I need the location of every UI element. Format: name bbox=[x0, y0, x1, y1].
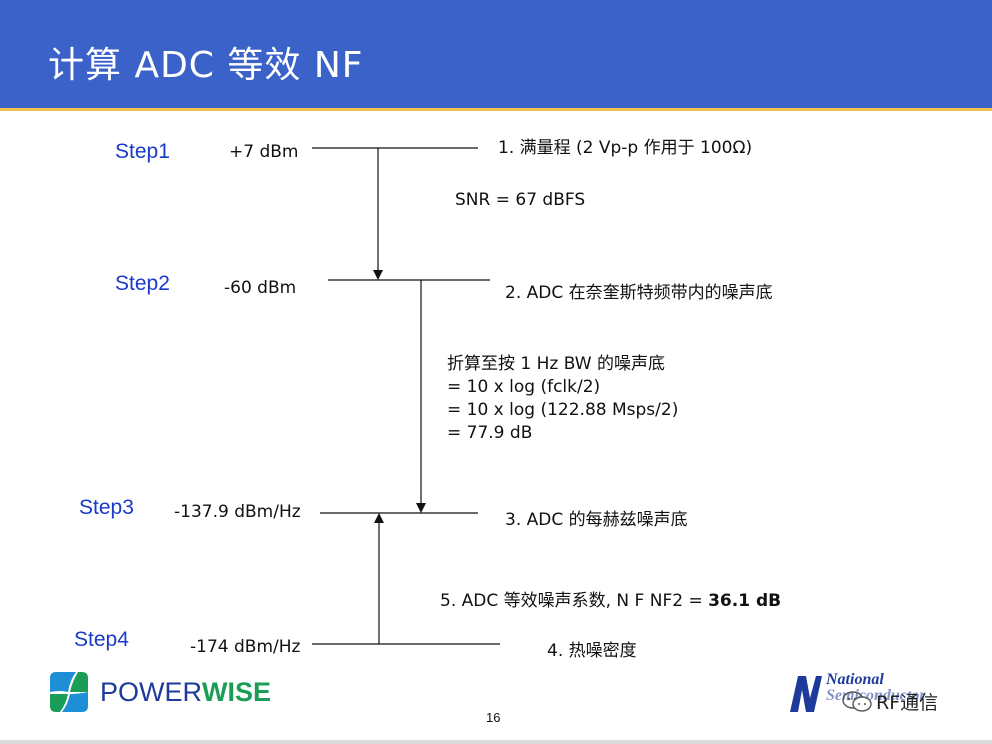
step3-description: 3. ADC 的每赫兹噪声底 bbox=[505, 510, 688, 530]
step1-level: +7 dBm bbox=[229, 142, 299, 162]
arrowhead-nf bbox=[374, 513, 384, 523]
arrowhead-snr bbox=[373, 270, 383, 280]
bottom-border bbox=[0, 740, 992, 744]
step1-description: 1. 满量程 (2 Vp-p 作用于 100Ω) bbox=[498, 138, 753, 158]
watermark: RF通信 bbox=[842, 688, 938, 715]
fold-line-3: = 10 x log (122.88 Msps/2) bbox=[447, 400, 679, 420]
powerwise-word-b: WISE bbox=[202, 676, 272, 707]
fold-line-2: = 10 x log (fclk/2) bbox=[447, 377, 601, 397]
slide-title: 计算 ADC 等效 NF bbox=[48, 45, 364, 86]
powerwise-word-a: POWER bbox=[100, 676, 203, 707]
step3-level: -137.9 dBm/Hz bbox=[174, 502, 301, 522]
step1-label: Step1 bbox=[115, 140, 170, 163]
chat-bubble-icon bbox=[842, 690, 872, 712]
step2-level: -60 dBm bbox=[224, 278, 297, 298]
fold-line-1: 折算至按 1 Hz BW 的噪声底 bbox=[447, 354, 666, 374]
arrowhead-fold bbox=[416, 503, 426, 513]
fold-line-4: = 77.9 dB bbox=[447, 423, 533, 443]
page-number: 16 bbox=[486, 710, 501, 725]
nf-annotation: 5. ADC 等效噪声系数, N F NF2 = 36.1 dB bbox=[440, 586, 781, 611]
nf-value: 36.1 dB bbox=[708, 591, 782, 611]
step4-label: Step4 bbox=[74, 628, 129, 651]
step3-label: Step3 bbox=[79, 496, 134, 519]
powerwise-wordmark: POWERWISE bbox=[100, 677, 271, 708]
step2-description: 2. ADC 在奈奎斯特频带内的噪声底 bbox=[505, 283, 773, 303]
powerwise-logo: POWERWISE bbox=[46, 670, 271, 714]
title-bar: 计算 ADC 等效 NF bbox=[0, 0, 992, 111]
step4-level: -174 dBm/Hz bbox=[190, 637, 301, 657]
snr-annotation: SNR = 67 dBFS bbox=[455, 190, 586, 210]
step4-description: 4. 热噪密度 bbox=[547, 641, 637, 661]
step2-label: Step2 bbox=[115, 272, 170, 295]
watermark-text: RF通信 bbox=[876, 692, 939, 714]
nf-prefix: 5. ADC 等效噪声系数, N F NF2 = bbox=[440, 591, 709, 611]
powerwise-icon bbox=[50, 672, 88, 712]
national-n-icon bbox=[790, 676, 822, 712]
national-line-1: National bbox=[826, 671, 884, 688]
fold-annotation: 折算至按 1 Hz BW 的噪声底 = 10 x log (fclk/2) = … bbox=[447, 353, 678, 445]
